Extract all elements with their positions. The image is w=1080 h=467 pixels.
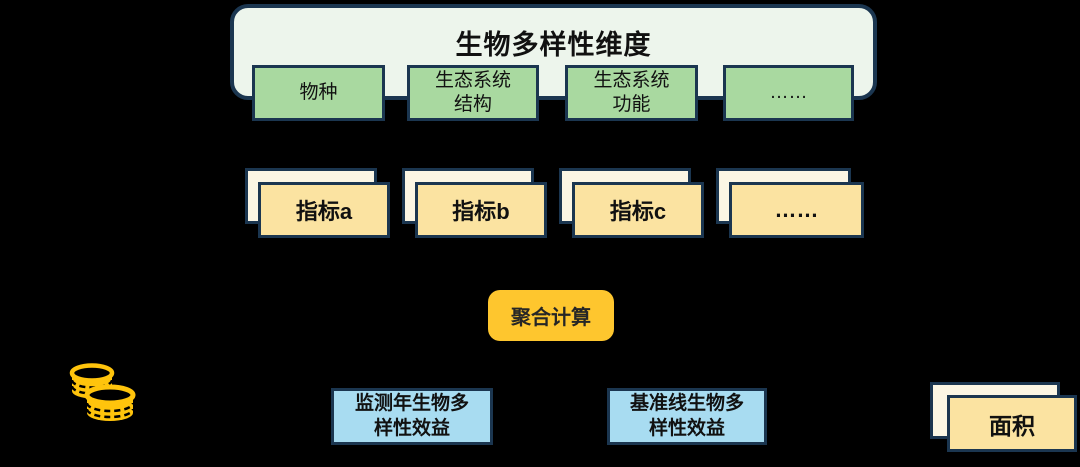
- aggregation-step: 聚合计算: [488, 290, 614, 341]
- baseline-benefit-box: 基准线生物多 样性效益: [607, 388, 767, 445]
- indicator-b-label: 指标b: [452, 199, 510, 224]
- indicator-card-c-front: 指标c: [572, 182, 704, 238]
- indicator-card-c: 指标c: [559, 168, 704, 238]
- indicator-card-ellipsis-front: ……: [729, 182, 864, 238]
- indicator-card-ellipsis: ……: [716, 168, 864, 238]
- indicator-card-a: 指标a: [245, 168, 390, 238]
- indicator-card-b-front: 指标b: [415, 182, 547, 238]
- indicator-a-label: 指标a: [295, 199, 353, 224]
- dimension-box-ellipsis: ……: [723, 65, 854, 121]
- area-label: 面积: [989, 412, 1035, 439]
- indicator-card-a-front: 指标a: [258, 182, 390, 238]
- indicator-card-b: 指标b: [402, 168, 547, 238]
- monitoring-year-benefit-box: 监测年生物多 样性效益: [331, 388, 493, 445]
- area-card: 面积: [930, 382, 1077, 452]
- dimension-box-ecosystem-structure: 生态系统 结构: [407, 65, 539, 121]
- area-card-front: 面积: [947, 395, 1077, 452]
- indicator-ellipsis-label: ……: [774, 197, 819, 222]
- panel-title: 生物多样性维度: [455, 30, 652, 60]
- dimension-box-species: 物种: [252, 65, 385, 121]
- coins-icon: [69, 363, 136, 421]
- dimension-box-ecosystem-function: 生态系统 功能: [565, 65, 698, 121]
- indicator-c-label: 指标c: [609, 199, 667, 224]
